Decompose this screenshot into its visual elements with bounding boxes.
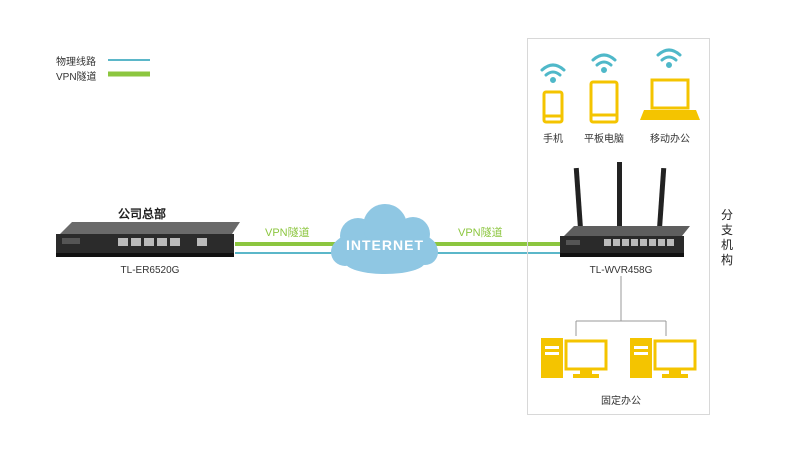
mobile-phone-label: 手机 — [543, 134, 563, 145]
mobile-phone-icon — [542, 90, 564, 124]
laptop-icon — [640, 78, 700, 120]
wired-connection-lines — [575, 276, 667, 336]
branch-title: 分支机构 — [720, 208, 733, 267]
laptop-label: 移动办公 — [650, 134, 690, 145]
hq-router-label: TL-ER6520G — [120, 265, 180, 276]
wired-office-label: 固定办公 — [601, 396, 641, 407]
branch-office-box — [527, 38, 710, 415]
wifi-icon — [540, 48, 682, 83]
desktop-computer-icon — [630, 338, 697, 378]
tablet-icon — [589, 80, 619, 124]
vpn-tunnel-label-left: VPN隧道 — [265, 227, 310, 239]
internet-label: INTERNET — [346, 237, 424, 253]
desktop-computer-icon — [541, 338, 608, 378]
legend-physical-label: 物理线路 — [56, 57, 96, 68]
hq-router-icon — [56, 222, 240, 257]
hq-title: 公司总部 — [118, 207, 167, 221]
tablet-label: 平板电脑 — [584, 134, 624, 145]
internet-cloud-icon — [331, 204, 438, 274]
branch-router-label: TL-WVR458G — [589, 265, 653, 276]
legend-vpn-label: VPN隧道 — [56, 72, 97, 83]
branch-router-icon — [560, 162, 690, 257]
vpn-tunnel-label-right: VPN隧道 — [458, 227, 503, 239]
